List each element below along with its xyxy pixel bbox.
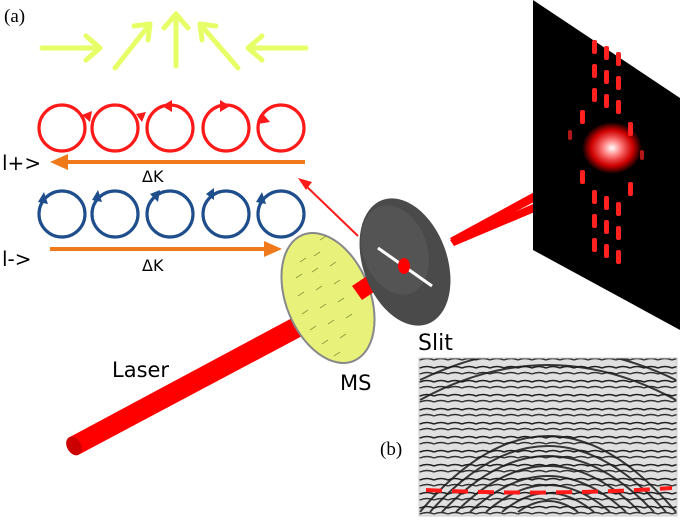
- phase-profile-curve: [425, 486, 673, 495]
- clockwise-circle-icon: [82, 100, 270, 124]
- ms-label: MS: [340, 371, 371, 395]
- state-minus-label: l->: [2, 247, 32, 271]
- red-circle-row: [37, 103, 306, 153]
- arrow-icon: [161, 11, 191, 69]
- delta-k-arrow-top: [50, 154, 305, 170]
- state-plus-label: l+>: [2, 151, 41, 175]
- laser-beam: [66, 302, 336, 456]
- laser-label: Laser: [112, 358, 169, 382]
- wavevector-arrows: [39, 11, 309, 71]
- laser-spot: [398, 258, 410, 274]
- camera-screen: Camera: [533, 0, 680, 330]
- slit-disk: [359, 198, 451, 326]
- delta-k-top-label: ΔK: [142, 167, 164, 186]
- arrow-icon: [112, 21, 153, 71]
- arrow-icon: [39, 33, 103, 63]
- panel-b-pattern: [419, 358, 677, 516]
- panel-a-label: (a): [4, 6, 25, 27]
- counterclockwise-circle-icon: [38, 188, 266, 204]
- blue-circle-row: [37, 189, 306, 239]
- diffraction-pattern: [568, 40, 644, 264]
- delta-k-arrow-bottom: [50, 241, 282, 257]
- arrow-icon: [245, 33, 309, 63]
- diffracted-beam-arrow: [298, 178, 359, 237]
- arrow-icon: [197, 21, 241, 71]
- panel-b-frame: [418, 357, 678, 517]
- delta-k-bottom-label: ΔK: [142, 256, 164, 275]
- panel-b-label: (b): [380, 439, 402, 460]
- slit-label: Slit: [418, 331, 453, 356]
- panel-b-label-bg: [375, 430, 413, 462]
